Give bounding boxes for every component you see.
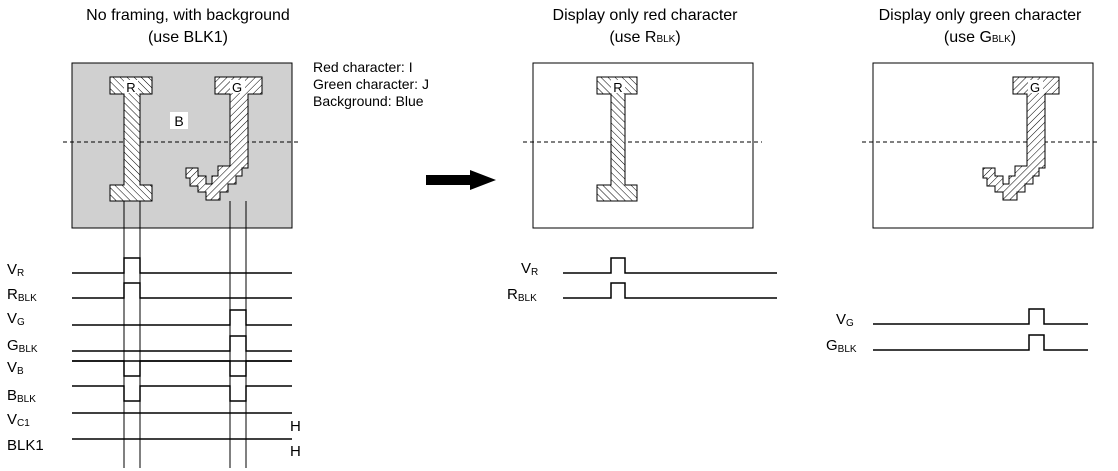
- legend-green: Green character: J: [313, 76, 429, 92]
- right-arrow-icon: [426, 170, 496, 190]
- svg-text:GBLK: GBLK: [826, 337, 857, 355]
- left-panel-title-line2: (use BLK1): [148, 29, 228, 46]
- svg-text:VG: VG: [836, 311, 854, 329]
- right-character-j-label: G: [1030, 80, 1040, 95]
- middle-panel-title-line1: Display only red character: [553, 7, 739, 24]
- signal-label-vg-right: VG: [836, 311, 854, 329]
- legend-red: Red character: I: [313, 59, 413, 75]
- legend-background: Background: Blue: [313, 93, 424, 109]
- right-panel-title-line1: Display only green character: [879, 7, 1082, 24]
- left-panel-title-line1: No framing, with background: [86, 7, 290, 24]
- right-panel-title-line2: (use GBLK): [944, 29, 1016, 46]
- left-background-label: B: [174, 113, 183, 129]
- svg-text:VB: VB: [7, 359, 24, 377]
- signal-label-vb: VB: [7, 359, 24, 377]
- right-character-j: G: [982, 76, 1060, 201]
- waveform-gblk: [72, 335, 292, 352]
- waveform-vb: [72, 360, 292, 377]
- waveform-vg-right: [873, 308, 1088, 325]
- svg-text:BBLK: BBLK: [7, 387, 36, 405]
- waveform-gblk-right: [873, 334, 1088, 351]
- blk1-level-high: H: [290, 443, 301, 460]
- signal-label-vr: VR: [7, 261, 24, 279]
- left-background-label-box: [170, 112, 188, 129]
- waveform-vg: [72, 309, 292, 326]
- middle-panel-title-line2: (use RBLK): [609, 29, 680, 46]
- waveform-rblk-middle: [563, 282, 777, 299]
- waveform-vr-middle: [563, 257, 777, 274]
- signal-label-vr-middle: VR: [521, 260, 538, 278]
- signal-label-rblk: RBLK: [7, 286, 37, 304]
- svg-text:RBLK: RBLK: [507, 286, 537, 304]
- svg-text:RBLK: RBLK: [7, 286, 37, 304]
- signal-label-bblk: BBLK: [7, 387, 36, 405]
- svg-text:VC1: VC1: [7, 411, 30, 429]
- left-alignment-guides: [123, 201, 247, 468]
- left-character-j: G: [185, 76, 263, 201]
- signal-label-gblk: GBLK: [7, 337, 38, 355]
- waveform-rblk: [72, 282, 292, 299]
- left-character-j-label-bg: [230, 80, 245, 93]
- middle-screen: [532, 62, 754, 229]
- signal-label-rblk-middle: RBLK: [507, 286, 537, 304]
- vc1-level-high: H: [290, 418, 301, 435]
- signal-label-blk1: BLK1: [7, 437, 44, 454]
- left-character-i: R: [109, 76, 153, 202]
- waveform-vr: [72, 257, 292, 274]
- svg-text:VR: VR: [7, 261, 24, 279]
- left-character-j-label: G: [232, 80, 242, 95]
- left-character-i-label: R: [126, 80, 135, 95]
- signal-label-vc1: VC1: [7, 411, 30, 429]
- right-character-j-label-bg: [1028, 80, 1043, 93]
- middle-character-i-label: R: [613, 80, 622, 95]
- middle-character-i-label-bg: [611, 80, 625, 93]
- svg-text:GBLK: GBLK: [7, 337, 38, 355]
- right-screen: [872, 62, 1094, 229]
- left-character-i-label-bg: [124, 80, 138, 93]
- middle-character-i: R: [596, 76, 638, 202]
- signal-label-gblk-right: GBLK: [826, 337, 857, 355]
- svg-text:VG: VG: [7, 310, 25, 328]
- svg-text:VR: VR: [521, 260, 538, 278]
- waveform-bblk: [72, 385, 292, 402]
- signal-label-vg: VG: [7, 310, 25, 328]
